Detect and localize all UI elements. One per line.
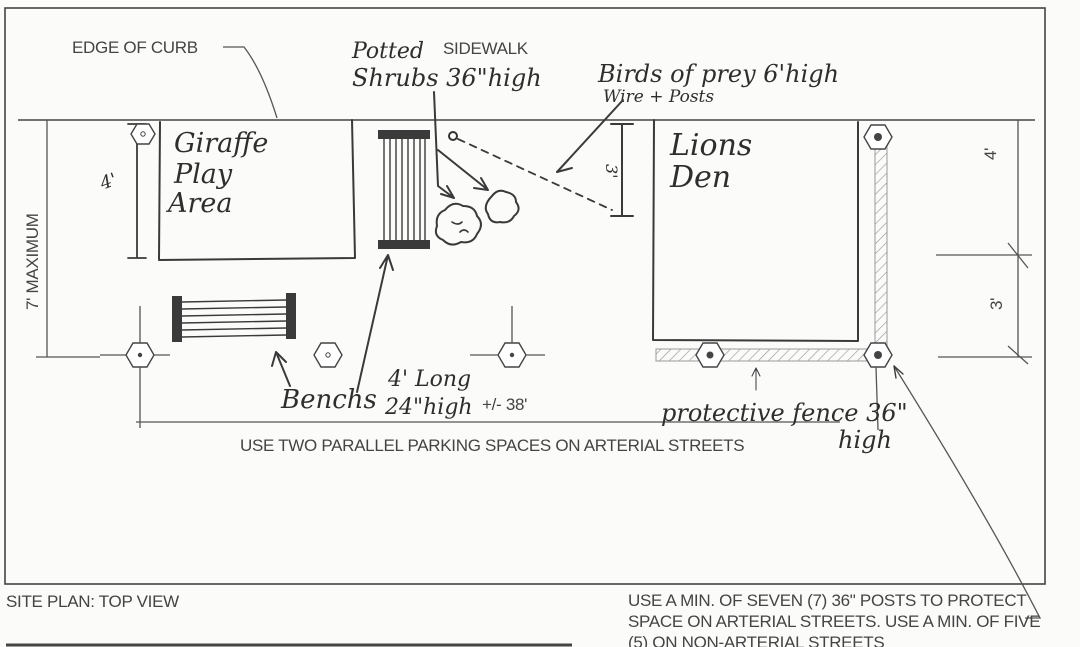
post-7: [863, 124, 893, 150]
shrub-arrow-1: [433, 91, 455, 199]
bench-spec-1: 4' Long: [387, 367, 471, 392]
potted-shrubs-label-1: Potted: [351, 39, 424, 64]
giraffe-play-area: [158, 119, 356, 261]
post-6: [863, 342, 893, 368]
length-label: +/- 38': [482, 395, 527, 414]
fence-vertical: [874, 141, 888, 349]
shrub-2: [484, 189, 520, 224]
post-1: [130, 123, 156, 145]
wire-posts-label: Wire + Posts: [603, 87, 714, 107]
birds-of-prey-label: Birds of prey 6'high: [597, 60, 839, 88]
fence-horizontal: [655, 348, 877, 362]
wire-post-left: [448, 131, 458, 141]
post-2: [125, 342, 155, 368]
seven-foot-dimension: [36, 119, 100, 358]
potted-shrubs-label-2: Shrubs 36"high: [352, 64, 542, 92]
giraffe-label-3: Area: [165, 188, 232, 219]
fence-label-1: protective fence 36": [661, 399, 908, 427]
post-guides: [100, 306, 545, 356]
lions-label-1: Lions: [669, 128, 752, 163]
posts-note-arrowhead: [893, 365, 904, 379]
posts-note-1: USE A MIN. OF SEVEN (7) 36" POSTS TO PRO…: [628, 591, 1026, 610]
four-foot-label: 4': [981, 148, 1000, 160]
seven-foot-label: 7' MAXIMUM: [23, 213, 42, 310]
fence-arrow: [751, 367, 761, 391]
posts-note-leader: [893, 365, 1042, 619]
post-4: [497, 342, 527, 368]
wire-dimension-label: 3': [602, 164, 621, 179]
post-3: [313, 342, 343, 368]
posts-note-3: (5) ON NON-ARTERIAL STREETS: [628, 633, 884, 647]
post-5: [695, 342, 725, 368]
shrub-arrow-2: [437, 149, 489, 191]
bench-vertical: [378, 130, 430, 249]
shrub-1: [434, 202, 482, 246]
edge-of-curb-leader: [223, 46, 278, 119]
drawing-frame: [4, 7, 1046, 585]
site-plan-caption: SITE PLAN: TOP VIEW: [6, 592, 179, 611]
lions-label-2: Den: [669, 160, 731, 195]
sidewalk-label: SIDEWALK: [443, 39, 529, 58]
parking-note: USE TWO PARALLEL PARKING SPACES ON ARTER…: [240, 436, 744, 455]
giraffe-label-1: Giraffe: [174, 128, 268, 159]
bird-wire: [457, 138, 613, 211]
posts-note-2: SPACE ON ARTERIAL STREETS. USE A MIN. OF…: [628, 612, 1040, 631]
giraffe-label-2: Play: [173, 159, 233, 190]
length-dimension: [136, 366, 879, 431]
bench-arrow-2: [356, 254, 394, 393]
bench-horizontal: [172, 293, 296, 342]
lions-den: [652, 119, 859, 342]
giraffe-dimension-label: 4': [96, 169, 120, 195]
bench-arrow-1: [271, 351, 291, 387]
right-dimensions: [936, 119, 1032, 365]
birds-arrowhead: [556, 159, 573, 173]
edge-of-curb-label: EDGE OF CURB: [72, 38, 198, 57]
fence-label-2: high: [838, 426, 892, 454]
bench-spec-2: 24"high: [384, 395, 473, 420]
shrub-1-detail: [451, 221, 469, 233]
three-foot-label: 3': [987, 298, 1006, 310]
benchs-label: Benchs: [280, 385, 377, 415]
wire-post-right: [610, 123, 634, 217]
